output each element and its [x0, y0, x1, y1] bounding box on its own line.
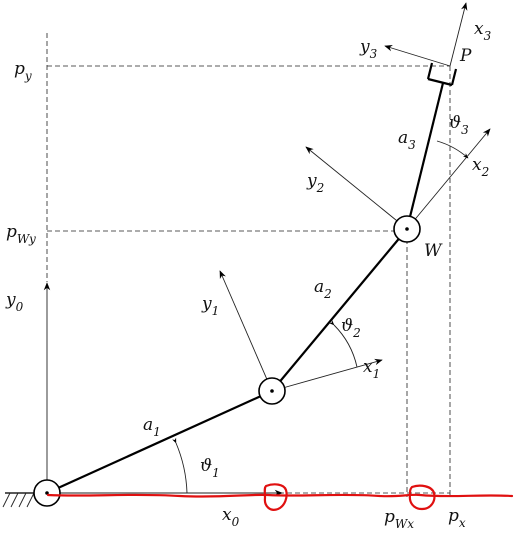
red-annotation	[46, 483, 514, 511]
label-W: W	[424, 241, 443, 261]
label-a2: a2	[314, 277, 332, 301]
label-a3: a3	[398, 128, 416, 152]
label-x1: x1	[363, 357, 380, 381]
link-a1	[46, 389, 273, 495]
label-y3: y3	[359, 37, 378, 61]
label-theta3: ϑ3	[449, 113, 469, 137]
label-a1: a1	[143, 415, 161, 439]
theta1-arc	[172, 437, 188, 494]
label-y2: y2	[306, 171, 324, 195]
label-py: py	[14, 59, 32, 83]
y3-axis	[384, 45, 451, 67]
label-x2: x2	[472, 155, 489, 179]
label-pWx: pWx	[384, 507, 414, 531]
projection-lines	[46, 33, 451, 497]
x2-axis	[406, 128, 491, 230]
label-y0: y0	[5, 290, 24, 314]
x3-axis	[449, 2, 468, 67]
end-effector-gripper	[426, 62, 458, 87]
link-a3	[405, 82, 445, 230]
label-theta2: ϑ2	[341, 316, 361, 340]
theta2-arc	[329, 320, 358, 368]
label-x3: x3	[474, 19, 492, 43]
label-x0: x0	[222, 505, 240, 529]
y1-axis	[219, 270, 273, 392]
theta3-arc	[436, 140, 469, 159]
y2-axis	[305, 146, 408, 230]
label-px: px	[448, 506, 466, 530]
label-P: P	[459, 46, 472, 66]
x1-axis	[271, 358, 383, 392]
label-pWy: pWy	[6, 222, 36, 246]
link-a2	[271, 228, 408, 392]
label-y1: y1	[201, 294, 219, 318]
label-theta1: ϑ1	[200, 456, 220, 480]
